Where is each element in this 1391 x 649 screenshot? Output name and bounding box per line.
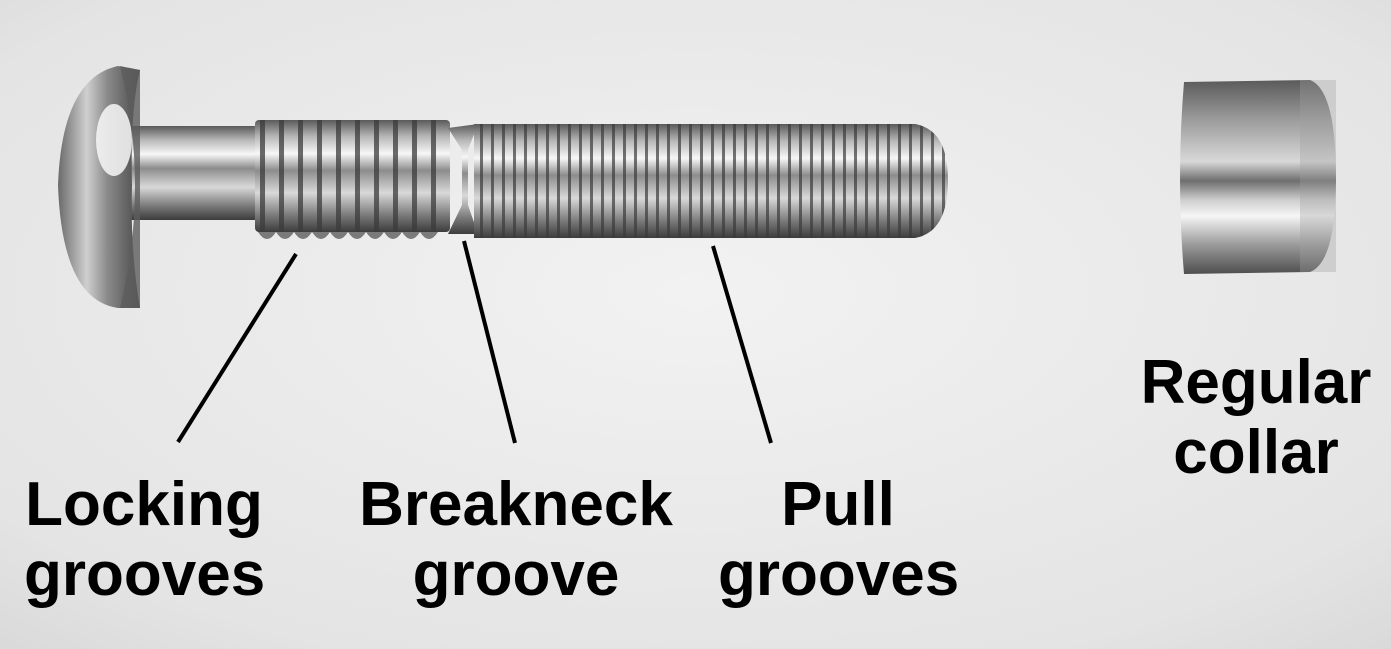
label-collar-line2: collar — [1173, 418, 1339, 487]
label-breakneck-line2: groove — [412, 540, 620, 609]
label-pull-line2: grooves — [718, 540, 960, 609]
pin-smooth-shank — [125, 126, 260, 220]
label-breakneck-groove: Breakneck groove — [358, 470, 674, 610]
label-pull-grooves: Pull grooves — [718, 470, 960, 610]
label-locking-grooves: Locking grooves — [24, 470, 266, 610]
locking-leader-line — [176, 252, 298, 444]
label-pull-line1: Pull — [781, 470, 895, 539]
breakneck-groove — [448, 124, 478, 234]
pin — [58, 66, 948, 308]
locking-grooves — [255, 120, 450, 239]
label-regular-collar: Regular collar — [1136, 348, 1376, 488]
breakneck-leader-line — [462, 240, 517, 444]
label-locking-line2: grooves — [24, 540, 266, 609]
regular-collar — [1180, 80, 1336, 274]
pull-leader-line — [711, 245, 773, 444]
pull-grooves — [474, 124, 948, 238]
label-collar-line1: Regular — [1140, 348, 1372, 417]
label-breakneck-line1: Breakneck — [359, 470, 673, 539]
label-locking-line1: Locking — [25, 470, 263, 539]
pin-head — [58, 66, 140, 308]
